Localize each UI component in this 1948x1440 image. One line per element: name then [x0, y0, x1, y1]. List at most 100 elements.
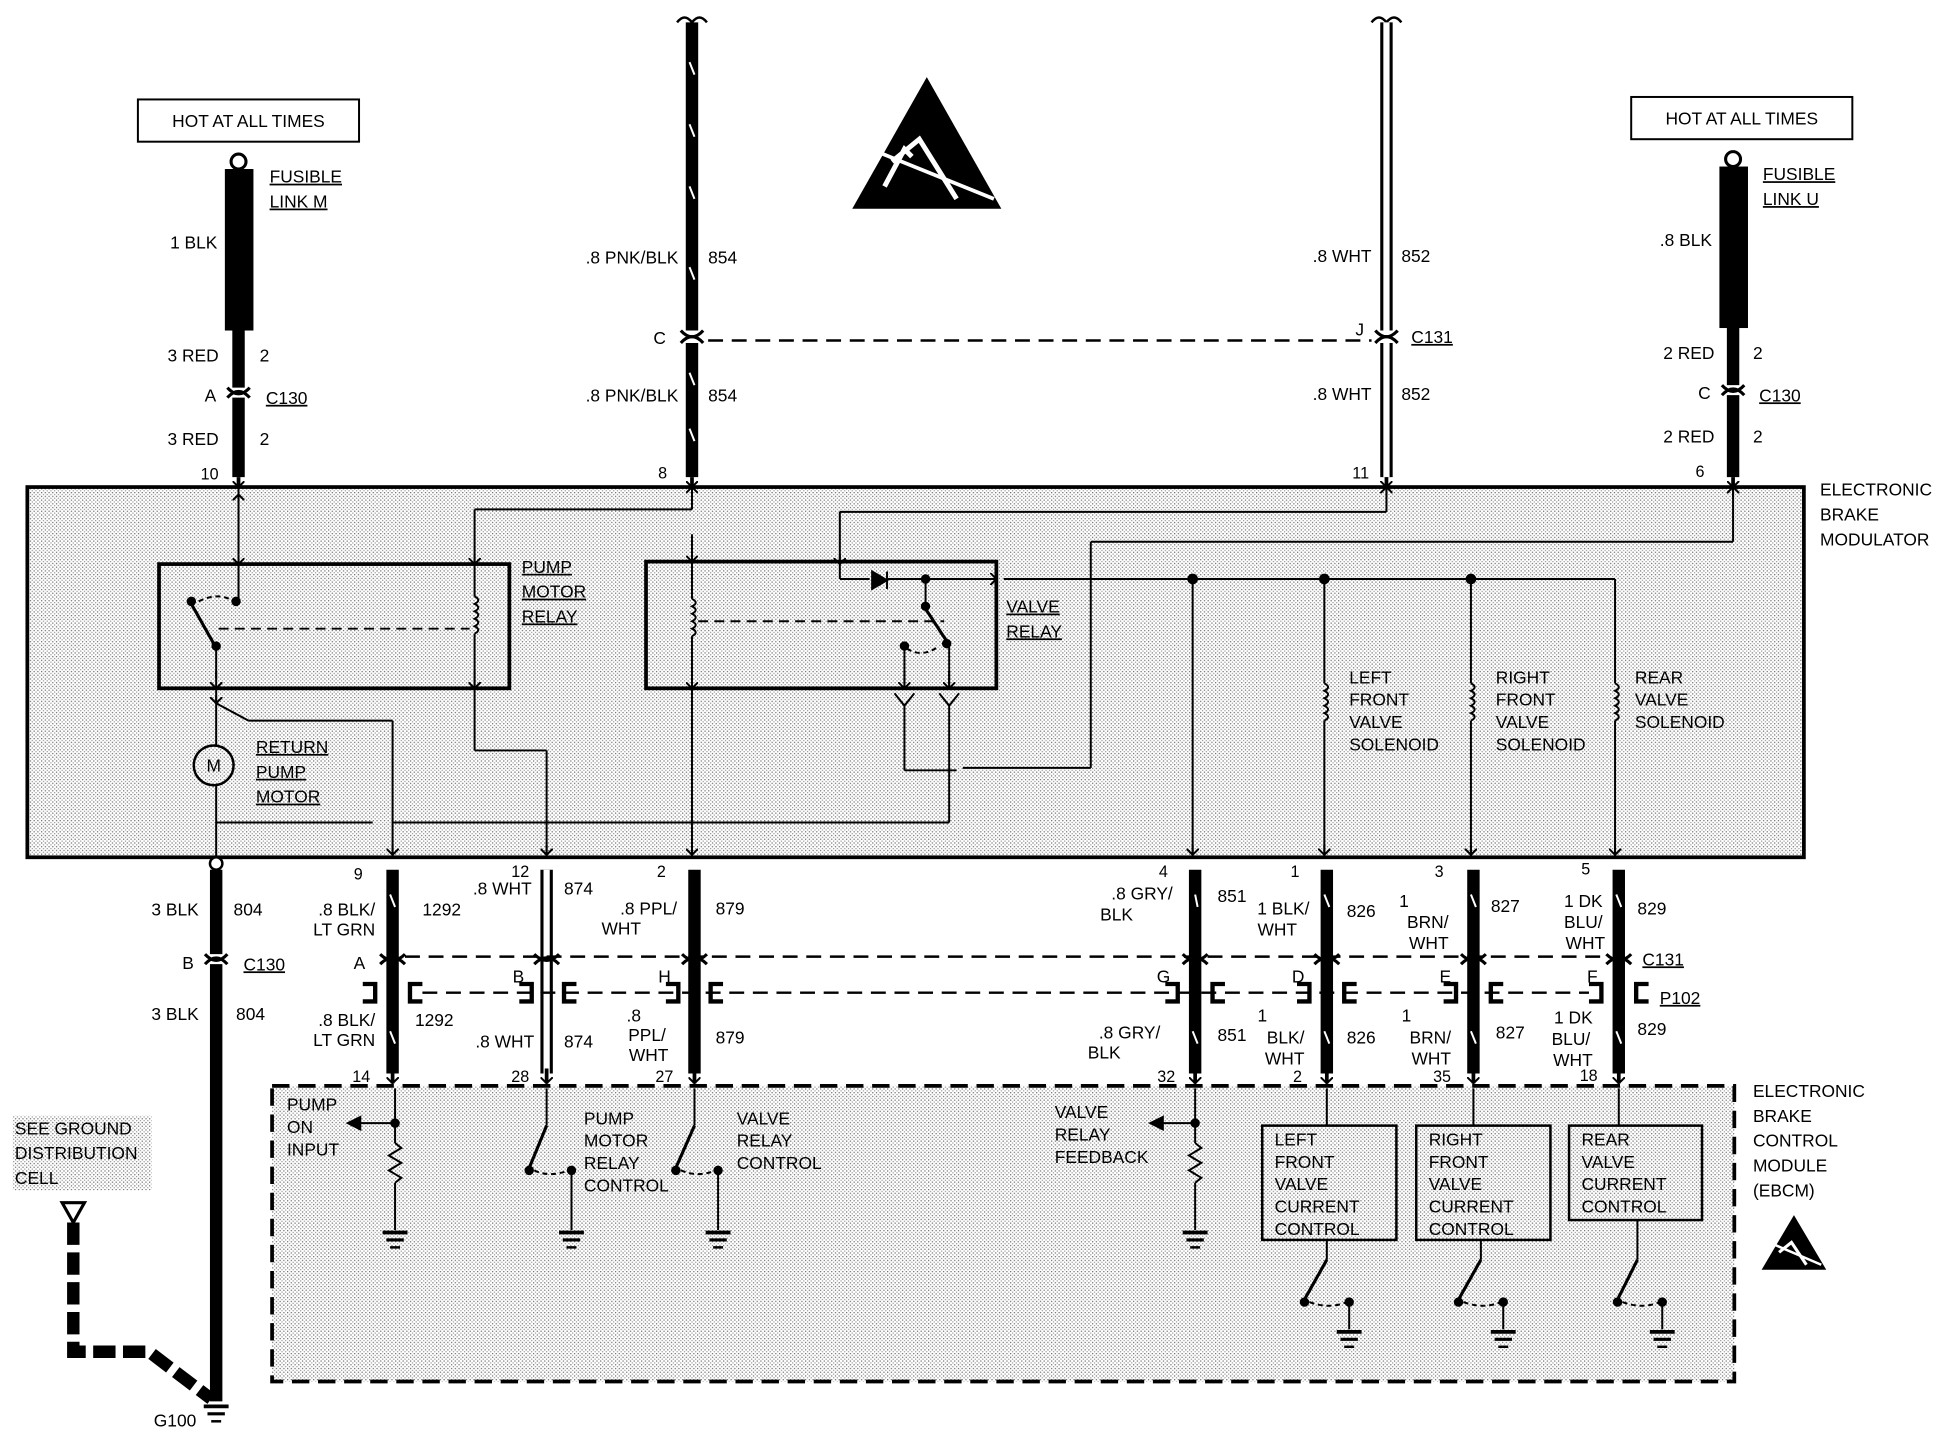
wire-852 — [1370, 16, 1403, 487]
w10-upper-circuit: 2 — [260, 346, 270, 366]
lf-solenoid-label-2: FRONT — [1349, 690, 1409, 710]
b2-upper-label-1: .8 PPL/ — [620, 898, 677, 918]
w8-lower-label: .8 PNK/BLK — [586, 385, 679, 405]
b4-top-pin: 4 — [1159, 863, 1168, 881]
ground-distribution-path — [59, 1201, 215, 1404]
b2-letter: H — [658, 967, 671, 987]
modulator-name-2: BRAKE — [1820, 505, 1879, 525]
b2-lower-label-2: PPL/ — [628, 1025, 666, 1045]
b1-letter: D — [1292, 967, 1305, 987]
rf-current-control-4: CURRENT — [1429, 1197, 1514, 1217]
b9-letter: A — [354, 953, 366, 973]
b5-lower-label-1: 1 DK — [1554, 1008, 1593, 1028]
rf-current-control-1: RIGHT — [1429, 1130, 1483, 1150]
ground-wire-804 — [203, 856, 229, 1423]
b3-lower-circuit: 827 — [1496, 1023, 1525, 1043]
lf-current-control-2: FRONT — [1275, 1152, 1335, 1172]
b9-upper-circuit: 1292 — [422, 900, 461, 920]
rr-solenoid-label-2: VALVE — [1635, 690, 1688, 710]
lf-current-control-3: VALVE — [1275, 1174, 1328, 1194]
b5-upper-label-2: BLU/ — [1564, 912, 1603, 932]
w11-lower-circuit: 852 — [1401, 384, 1430, 404]
c131-bottom-label: C131 — [1642, 949, 1684, 969]
return-pump-motor-label-3: MOTOR — [256, 787, 320, 807]
b5-upper-circuit: 829 — [1637, 898, 1666, 918]
b2-upper-label-2: WHT — [601, 918, 641, 938]
ebcm-internal-wiring — [345, 1088, 1704, 1349]
ground-connector-letter: B — [182, 953, 194, 973]
b12-letter: B — [513, 967, 525, 987]
ebcm-name-4: MODULE — [1753, 1156, 1827, 1176]
valve-relay-label-1: VALVE — [1006, 597, 1059, 617]
rr-current-control-2: VALVE — [1582, 1152, 1635, 1172]
lf-current-control-5: CONTROL — [1275, 1219, 1360, 1239]
b1-upper-label-1: 1 BLK/ — [1257, 898, 1309, 918]
b1-bottom-pin: 2 — [1293, 1068, 1302, 1086]
fusible-link-u — [1719, 150, 1748, 487]
esd-warning-icon-large — [852, 77, 1002, 209]
ground-ref-1: SEE GROUND — [15, 1118, 132, 1138]
rr-solenoid-label-1: REAR — [1635, 667, 1683, 687]
ebcm-box — [270, 1084, 1737, 1384]
b2-bottom-pin: 27 — [655, 1068, 673, 1086]
b4-lower-circuit: 851 — [1218, 1025, 1247, 1045]
pump-motor-relay-control-2: MOTOR — [584, 1131, 648, 1151]
b3-upper-label-1: 1 — [1399, 891, 1409, 911]
rf-current-control-5: CONTROL — [1429, 1219, 1514, 1239]
b3-top-pin: 3 — [1435, 863, 1444, 881]
ground-g100: G100 — [154, 1410, 197, 1430]
w8-upper-label: .8 PNK/BLK — [586, 247, 679, 267]
bottom-wire-bodies — [362, 869, 1649, 1084]
rf-solenoid-label-4: SOLENOID — [1496, 734, 1586, 754]
valve-relay-control-3: CONTROL — [737, 1153, 822, 1173]
b2-upper-circuit: 879 — [716, 898, 745, 918]
ground-upper-circuit: 804 — [234, 900, 263, 920]
hot-box-left — [136, 98, 361, 143]
w8-connector-letter: C — [653, 328, 666, 348]
motor-symbol: M — [206, 756, 220, 776]
b4-bottom-pin: 32 — [1157, 1068, 1175, 1086]
b4-upper-circuit: 851 — [1218, 886, 1247, 906]
ground-lower-label: 3 BLK — [151, 1004, 199, 1024]
hot-box-right-text: HOT AT ALL TIMES — [1665, 108, 1818, 128]
lf-solenoid-label-4: SOLENOID — [1349, 734, 1439, 754]
b1-top-pin: 1 — [1291, 863, 1300, 881]
b3-bottom-pin: 35 — [1433, 1068, 1451, 1086]
fusible-link-u-wire: .8 BLK — [1660, 230, 1713, 250]
b3-upper-label-2: BRN/ — [1407, 912, 1449, 932]
b1-upper-circuit: 826 — [1347, 901, 1376, 921]
fusible-link-m-name-2: LINK M — [270, 192, 328, 212]
b12-lower-circuit: 874 — [564, 1031, 593, 1051]
b3-lower-label-3: WHT — [1411, 1049, 1451, 1069]
b4-letter: G — [1157, 967, 1171, 987]
ground-lower-circuit: 804 — [236, 1004, 265, 1024]
valve-relay-feedback-1: VALVE — [1055, 1102, 1108, 1122]
b9-bottom-pin: 14 — [352, 1068, 370, 1086]
wire-854 — [676, 16, 708, 487]
valve-relay-feedback-3: FEEDBACK — [1055, 1147, 1149, 1167]
rf-current-control-2: FRONT — [1429, 1152, 1489, 1172]
rf-solenoid-label-3: VALVE — [1496, 712, 1549, 732]
b3-lower-label-1: 1 — [1402, 1005, 1412, 1025]
ebcm-name-2: BRAKE — [1753, 1106, 1812, 1126]
ebcm-name-1: ELECTRONIC — [1753, 1081, 1865, 1101]
w10-lower-circuit: 2 — [260, 429, 270, 449]
w11-upper-circuit: 852 — [1401, 246, 1430, 266]
ebcm-name-5: (EBCM) — [1753, 1180, 1815, 1200]
bottom-wire-labels: 9 .8 BLK/ LT GRN 1292 A .8 BLK/ LT GRN 1… — [313, 861, 1700, 1086]
w10-connector-name: C130 — [266, 388, 308, 408]
pump-on-input-1: PUMP — [287, 1095, 337, 1115]
pump-motor-relay-label-3: RELAY — [522, 606, 578, 626]
lf-current-control-1: LEFT — [1275, 1130, 1318, 1150]
b3-lower-label-2: BRN/ — [1410, 1028, 1452, 1048]
w11-connector-name: C131 — [1411, 327, 1453, 347]
w11-upper-label: .8 WHT — [1313, 246, 1372, 266]
b9-lower-label-1: .8 BLK/ — [318, 1010, 375, 1030]
w6-upper-label: 2 RED — [1663, 343, 1714, 363]
valve-relay-feedback-2: RELAY — [1055, 1125, 1111, 1145]
hot-box-right — [1630, 95, 1854, 141]
w8-upper-circuit: 854 — [708, 247, 737, 267]
b5-letter: F — [1587, 967, 1598, 987]
pump-motor-relay-control-4: CONTROL — [584, 1175, 669, 1195]
b4-upper-label-1: .8 GRY/ — [1111, 884, 1173, 904]
